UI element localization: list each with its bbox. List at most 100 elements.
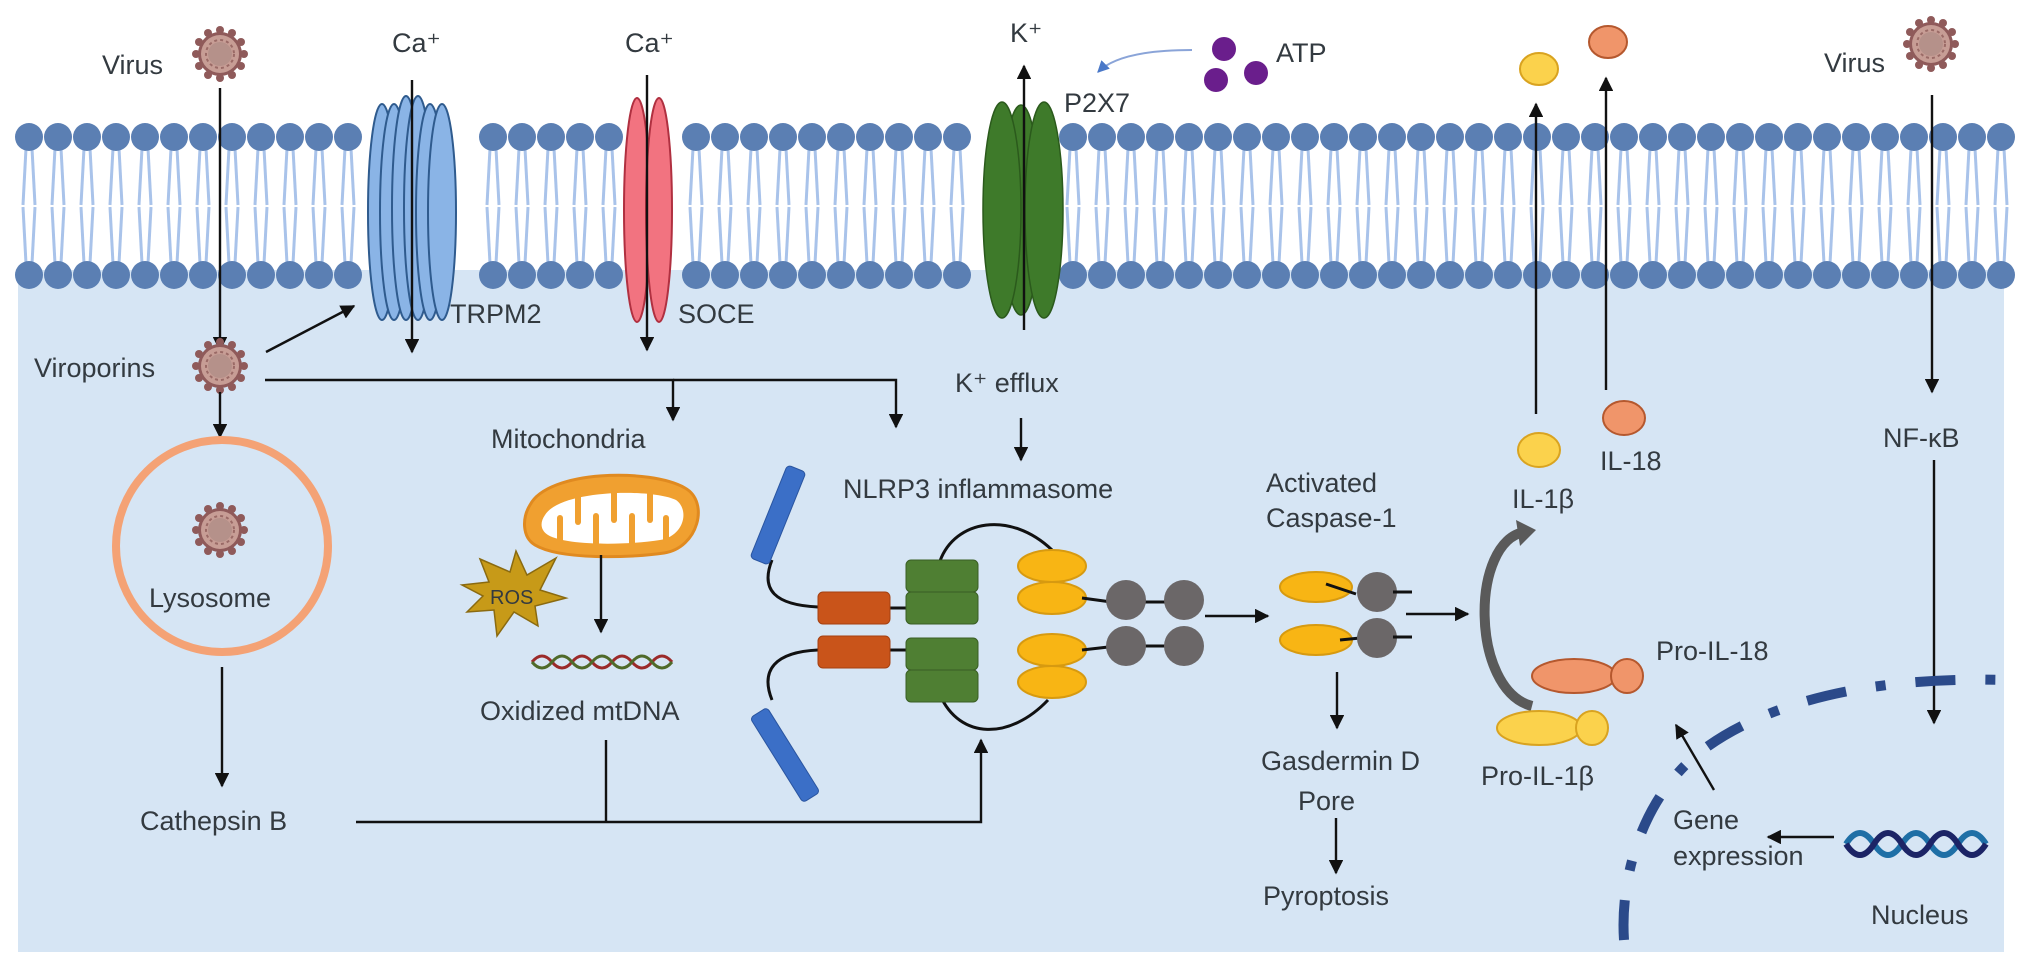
virus-icon-left (191, 25, 249, 83)
lipid-head (1726, 123, 1754, 151)
lipid-head (276, 261, 304, 289)
lipid-head (1958, 123, 1986, 151)
lipid-head (1465, 261, 1493, 289)
mitochondria-icon (523, 473, 700, 559)
lipid-head (1552, 123, 1580, 151)
lipid-head (1088, 261, 1116, 289)
processing-arrow (1479, 527, 1534, 711)
lipid-head (1668, 123, 1696, 151)
lipid-head (218, 261, 246, 289)
arrow-atp-to-p2x7 (1097, 49, 1193, 73)
lipid-head (798, 261, 826, 289)
gene-expression-label-2: expression (1673, 841, 1804, 871)
il18-secreted (1588, 25, 1628, 59)
p2x7-channel (982, 101, 1064, 319)
lipid-head (131, 261, 159, 289)
lipid-head (711, 261, 739, 289)
lipid-head (15, 123, 43, 151)
lipid-head (1755, 261, 1783, 289)
lipid-head (218, 123, 246, 151)
arrow-gene-expression-to-pro-cytokines (1674, 723, 1716, 791)
lipid-head (1204, 123, 1232, 151)
arrow-viroporins-to-nlrp3 (673, 378, 904, 429)
lipid-head (1117, 261, 1145, 289)
lipid-head (1871, 123, 1899, 151)
oxidized-mtdna-label: Oxidized mtDNA (480, 696, 680, 726)
ros-label: ROS (490, 587, 533, 609)
lipid-head (1175, 261, 1203, 289)
pro-il18-label: Pro-IL-18 (1656, 636, 1769, 666)
lipid-head (1059, 123, 1087, 151)
gasdermin-label-2: Pore (1298, 786, 1355, 816)
lipid-head (1436, 261, 1464, 289)
lipid-head (595, 123, 623, 151)
lipid-head (537, 261, 565, 289)
activated-caspase-label-2: Caspase-1 (1266, 503, 1397, 533)
p2x7-label: P2X7 (1064, 88, 1130, 118)
lrr-domain-top (750, 465, 806, 565)
lipid-head (682, 261, 710, 289)
lipid-head (1088, 123, 1116, 151)
ros-icon (459, 548, 569, 639)
lipid-head (1784, 261, 1812, 289)
nfkb-label: NF-κB (1883, 423, 1960, 453)
nucleus-dna-icon (1843, 830, 1989, 858)
atp-label: ATP (1276, 38, 1327, 68)
lipid-head (73, 261, 101, 289)
lipid-head (1233, 261, 1261, 289)
lipid-head (1465, 123, 1493, 151)
ca-soce-label: Ca⁺ (625, 28, 674, 58)
lipid-head (856, 261, 884, 289)
lipid-head (1929, 261, 1957, 289)
gasdermin-label-1: Gasdermin D (1261, 746, 1420, 776)
nuclear-envelope (1618, 674, 2005, 941)
lipid-head (1929, 123, 1957, 151)
mtdna-icon (530, 654, 674, 670)
lipid-head (247, 123, 275, 151)
lipid-head (1117, 123, 1145, 151)
pyd-domain-bottom (817, 635, 891, 669)
lipid-head (479, 123, 507, 151)
lipid-head (1204, 261, 1232, 289)
lysosome (112, 436, 332, 656)
lipid-head (1871, 261, 1899, 289)
lipid-head (189, 261, 217, 289)
lipid-head (1552, 261, 1580, 289)
lipid-head (305, 123, 333, 151)
lipid-head (1813, 261, 1841, 289)
lipid-head (1900, 123, 1928, 151)
lipid-head (1755, 123, 1783, 151)
lipid-head (1842, 123, 1870, 151)
lipid-head (1581, 123, 1609, 151)
viroporins-label: Viroporins (34, 353, 155, 383)
k-ion-label: K⁺ (1010, 18, 1042, 48)
lipid-head (1407, 123, 1435, 151)
lipid-head (1842, 261, 1870, 289)
cathepsin-b-label: Cathepsin B (140, 806, 287, 836)
lipid-head (44, 261, 72, 289)
il1b-mature (1517, 432, 1561, 468)
lipid-head (827, 261, 855, 289)
atp-molecules (1204, 37, 1268, 92)
lipid-head (682, 123, 710, 151)
activated-caspase-1 (1279, 571, 1412, 658)
lipid-head (1610, 261, 1638, 289)
lipid-head (1262, 123, 1290, 151)
lipid-head (1146, 261, 1174, 289)
k-efflux-label: K⁺ efflux (955, 368, 1059, 398)
lipid-head (1349, 261, 1377, 289)
lipid-head (1262, 261, 1290, 289)
lipid-head (1987, 123, 2015, 151)
lipid-head (1291, 123, 1319, 151)
lipid-head (1697, 261, 1725, 289)
lipid-head (914, 261, 942, 289)
lipid-head (1697, 123, 1725, 151)
lipid-head (1610, 123, 1638, 151)
il1b-label: IL-1β (1512, 484, 1574, 514)
lipid-head (1639, 123, 1667, 151)
lipid-head (1407, 261, 1435, 289)
lipid-head (885, 123, 913, 151)
soce-label: SOCE (678, 299, 755, 329)
lipid-head (1900, 261, 1928, 289)
